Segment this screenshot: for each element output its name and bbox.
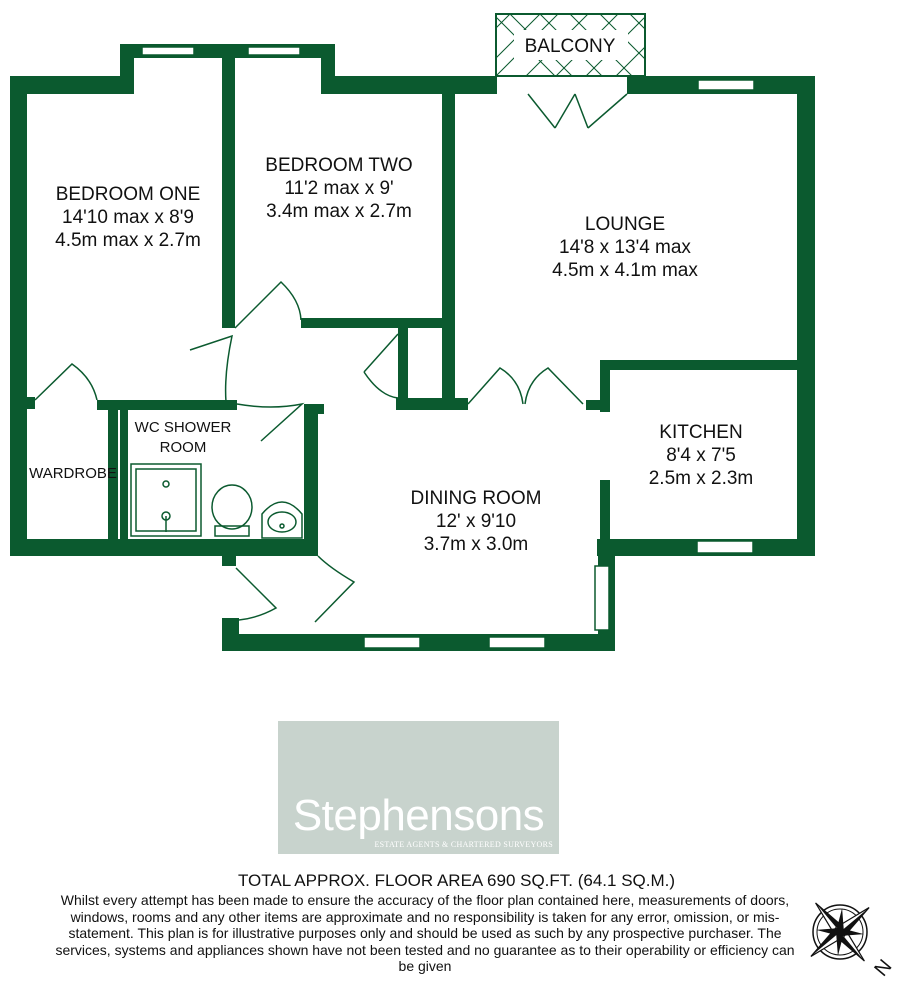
kitchen-metric: 2.5m x 2.3m	[649, 468, 754, 489]
disclaimer-text: Whilst every attempt has been made to en…	[55, 892, 795, 974]
lounge-name: LOUNGE	[585, 214, 665, 235]
wardrobe-label: WARDROBE	[29, 465, 117, 482]
bedroom-one-name: BEDROOM ONE	[56, 184, 201, 205]
lounge-imperial: 14'8 x 13'4 max	[559, 237, 691, 258]
bedroom-one-imperial: 14'10 max x 8'9	[62, 207, 194, 228]
stephensons-logo: Stephensons ESTATE AGENTS & CHARTERED SU…	[278, 721, 559, 854]
bedroom-two-name: BEDROOM TWO	[265, 155, 412, 176]
logo-wordmark: Stephensons	[292, 791, 545, 840]
toilet	[211, 484, 253, 537]
floor-plan: BEDROOM ONE 14'10 max x 8'9 4.5m max x 2…	[10, 13, 815, 651]
dining-room-name: DINING ROOM	[411, 488, 542, 509]
windows	[141, 46, 755, 649]
balcony-label: BALCONY	[525, 36, 616, 57]
wc-shower-label-line2: ROOM	[160, 439, 207, 456]
compass-north-letter: N	[870, 956, 896, 981]
kitchen-name: KITCHEN	[659, 422, 742, 443]
shower-tray	[130, 463, 202, 537]
total-floor-area: TOTAL APPROX. FLOOR AREA 690 SQ.FT. (64.…	[237, 871, 676, 890]
doors	[34, 93, 628, 623]
dining-room-imperial: 12' x 9'10	[436, 511, 516, 532]
balcony	[495, 13, 646, 77]
compass-rose-icon: N	[810, 902, 896, 981]
bedroom-one-metric: 4.5m max x 2.7m	[55, 230, 201, 251]
bedroom-two-imperial: 11'2 max x 9'	[284, 178, 393, 199]
basin	[261, 501, 303, 539]
logo-tagline: ESTATE AGENTS & CHARTERED SURVEYORS	[374, 840, 553, 849]
lounge-metric: 4.5m x 4.1m max	[552, 260, 698, 281]
kitchen-imperial: 8'4 x 7'5	[666, 445, 736, 466]
dining-room-metric: 3.7m x 3.0m	[424, 534, 529, 555]
bedroom-two-metric: 3.4m max x 2.7m	[266, 201, 412, 222]
walls	[10, 44, 815, 651]
wc-shower-label-line1: WC SHOWER	[135, 419, 232, 436]
